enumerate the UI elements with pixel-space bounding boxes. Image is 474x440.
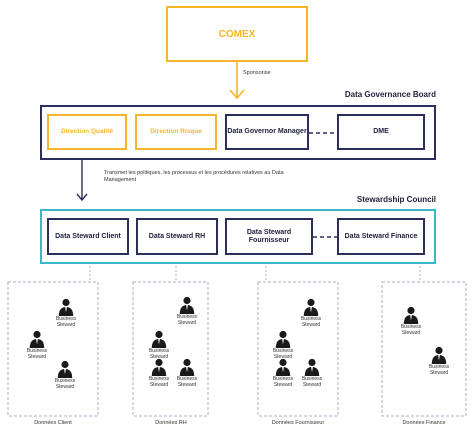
business-steward: Business Steward	[268, 358, 298, 388]
business-steward-label: Business Steward	[55, 316, 77, 328]
transmit-arrowhead	[76, 193, 88, 202]
group-label-rh: Données RH	[155, 420, 187, 426]
business-steward: Business Steward	[297, 358, 327, 388]
group-label-finance: Données Finance	[402, 420, 446, 426]
group-frame-finance	[381, 281, 467, 417]
person-silhouette-icon	[275, 358, 291, 376]
person-silhouette-icon	[303, 298, 319, 316]
person-silhouette-icon	[29, 330, 45, 348]
business-steward-label: Business Steward	[54, 378, 76, 390]
comex-label: COMEX	[218, 28, 256, 40]
business-steward-label: Business Steward	[400, 324, 422, 336]
business-steward-label: Business Steward	[272, 376, 294, 388]
business-steward-label: Business Steward	[301, 376, 323, 388]
transmit-note: Transmet les politiques, les processus e…	[104, 170, 284, 184]
business-steward-label: Business Steward	[148, 376, 170, 388]
group-frame-client	[7, 281, 99, 417]
person-silhouette-icon	[57, 360, 73, 378]
group-label-fournisseur: Données Fournisseur	[271, 420, 325, 426]
business-steward: Business Steward	[144, 358, 174, 388]
business-steward-label: Business Steward	[272, 348, 294, 360]
stewardship-council-frame	[40, 209, 436, 264]
business-steward-label: Business Steward	[300, 316, 322, 328]
dme-box: DME	[337, 114, 425, 150]
business-steward: Business Steward	[396, 306, 426, 336]
data-steward-client-box: Data Steward Client	[47, 218, 129, 255]
group-frame-rh	[132, 281, 209, 417]
business-steward: Business Steward	[144, 330, 174, 360]
business-steward-label: Business Steward	[148, 348, 170, 360]
data-steward-rh-box: Data Steward RH	[136, 218, 218, 255]
business-steward: Business Steward	[172, 296, 202, 326]
business-steward: Business Steward	[50, 360, 80, 390]
person-silhouette-icon	[431, 346, 447, 364]
group-frame-fournisseur	[257, 281, 339, 417]
sponsor-label: Sponsorise	[243, 70, 271, 76]
governance-board-frame	[40, 105, 436, 160]
direction-risque-box: Direction Risque	[135, 114, 217, 150]
comex-box: COMEX	[166, 6, 308, 62]
business-steward-label: Business Steward	[26, 348, 48, 360]
person-silhouette-icon	[304, 358, 320, 376]
group-label-client: Données Client	[34, 420, 72, 426]
governance-board-title: Data Governance Board	[344, 90, 436, 99]
business-steward: Business Steward	[22, 330, 52, 360]
business-steward: Business Steward	[296, 298, 326, 328]
data-governor-manager-box: Data Governor Manager	[225, 114, 309, 150]
person-silhouette-icon	[275, 330, 291, 348]
business-steward: Business Steward	[268, 330, 298, 360]
person-silhouette-icon	[179, 296, 195, 314]
person-silhouette-icon	[403, 306, 419, 324]
business-steward-label: Business Steward	[428, 364, 450, 376]
business-steward: Business Steward	[172, 358, 202, 388]
business-steward: Business Steward	[424, 346, 454, 376]
direction-qualite-box: Direction Qualité	[47, 114, 127, 150]
person-silhouette-icon	[179, 358, 195, 376]
business-steward: Business Steward	[51, 298, 81, 328]
person-silhouette-icon	[151, 358, 167, 376]
data-steward-finance-box: Data Steward Finance	[337, 218, 425, 255]
business-steward-label: Business Steward	[176, 314, 198, 326]
person-silhouette-icon	[58, 298, 74, 316]
data-steward-fournisseur-box: Data Steward Fournisseur	[225, 218, 313, 255]
business-steward-label: Business Steward	[176, 376, 198, 388]
person-silhouette-icon	[151, 330, 167, 348]
sponsor-arrowhead	[229, 89, 245, 100]
stewardship-council-title: Stewardship Council	[356, 195, 436, 204]
